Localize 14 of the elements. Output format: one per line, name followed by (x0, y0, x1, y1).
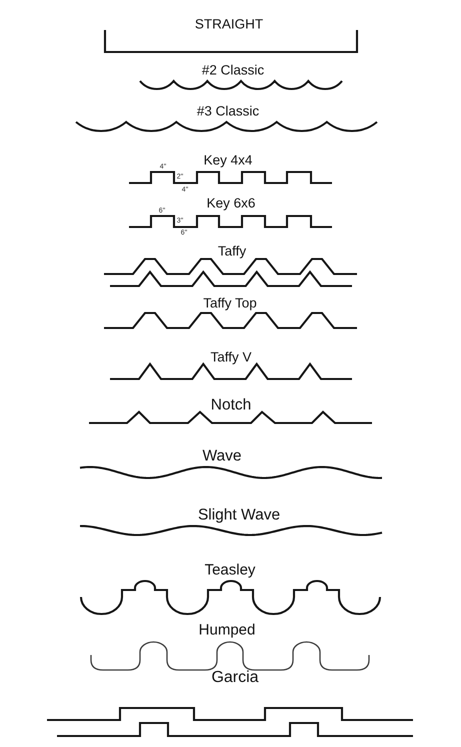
profile-name: Key 6x6 (206, 196, 256, 210)
profile-name: Notch (210, 397, 252, 413)
profile-name: Key 4x4 (204, 153, 252, 167)
profile-name: Teasley (204, 562, 256, 578)
profile-name: STRAIGHT (194, 17, 264, 31)
profile-name: Slight Wave (198, 507, 280, 523)
profile-name: Taffy (218, 244, 246, 258)
profile-name: Taffy Top (203, 296, 257, 310)
profile-name: Humped (198, 622, 256, 638)
profile-name: Garcia (211, 670, 259, 686)
profile-name: #2 Classic (202, 63, 264, 77)
profile-name: #3 Classic (196, 104, 260, 118)
profile-name: Taffy V (210, 350, 252, 364)
profile-name: Wave (202, 448, 242, 464)
